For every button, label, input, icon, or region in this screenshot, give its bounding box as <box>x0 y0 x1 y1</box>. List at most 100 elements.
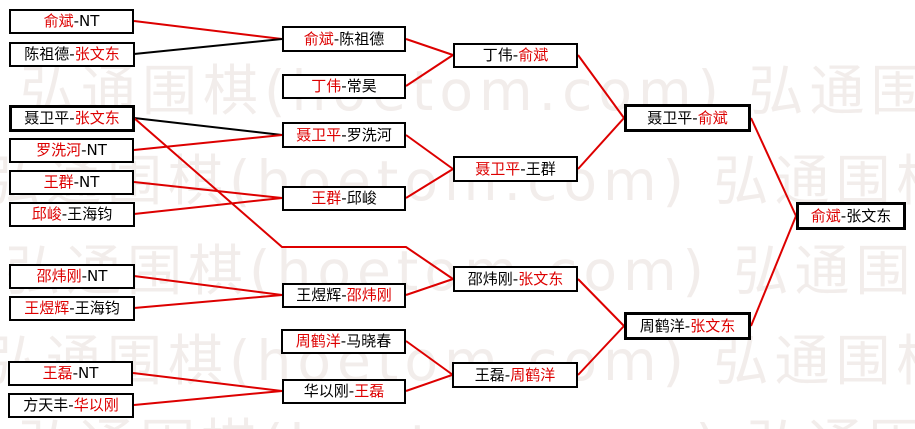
player-name: 俞斌 <box>303 29 334 48</box>
match-box-r3-4: 王磊-周鹤洋 <box>452 362 578 388</box>
connector-line <box>133 134 283 151</box>
match-box-semifinal-2: 周鹤洋-张文东 <box>624 312 751 340</box>
player-name: 周鹤洋 <box>639 316 685 335</box>
match-box-r1-2: 陈祖德-张文东 <box>9 42 135 67</box>
player-name: 邵炜刚 <box>346 286 392 304</box>
player-name: NT <box>78 364 99 382</box>
player-name: 王群 <box>525 159 556 178</box>
dash: - <box>840 206 847 225</box>
player-name: NT <box>86 141 107 159</box>
connector-line <box>133 294 283 309</box>
match-box-r1-8: 王煜辉-王海钧 <box>9 296 135 321</box>
player-name: 王煜辉 <box>296 286 342 304</box>
player-name: NT <box>79 173 100 191</box>
player-name: 华以刚 <box>303 382 349 400</box>
dash: - <box>684 316 691 335</box>
player-name: 邵炜刚 <box>467 269 513 288</box>
connector-line <box>577 325 625 376</box>
player-name: NT <box>79 12 100 30</box>
dash: - <box>69 109 75 127</box>
player-name: 常昊 <box>346 77 377 95</box>
connector-line <box>405 340 454 376</box>
dash: - <box>504 365 511 384</box>
player-name: 丁伟 <box>482 46 513 64</box>
connector-line <box>750 215 797 327</box>
player-name: NT <box>87 267 108 285</box>
player-name: 陈祖德 <box>24 45 70 63</box>
player-name: 罗洗河 <box>36 141 82 159</box>
player-name: 聂卫平 <box>647 108 693 127</box>
player-name: 周鹤洋 <box>510 365 556 384</box>
player-name: 王煜辉 <box>24 299 70 317</box>
connector-line <box>133 181 283 199</box>
match-box-r1-4: 罗洗河-NT <box>9 138 134 163</box>
dash: - <box>341 286 347 304</box>
player-name: 王磊 <box>474 365 505 384</box>
match-box-r2-3: 聂卫平-罗洗河 <box>282 122 406 148</box>
player-name: 聂卫平 <box>24 109 70 127</box>
player-name: 邵炜刚 <box>36 267 82 285</box>
connector-line <box>133 275 283 296</box>
connector-line <box>132 372 283 392</box>
player-name: 俞斌 <box>697 108 728 127</box>
connector-line <box>405 168 454 199</box>
connector-line <box>405 278 454 296</box>
connector-line <box>577 54 625 119</box>
dash: - <box>341 189 347 207</box>
dash: - <box>692 108 698 127</box>
connector-line <box>577 278 625 327</box>
match-box-r2-5: 王煜辉-邵炜刚 <box>282 283 406 308</box>
dash: - <box>61 205 68 223</box>
player-name: 聂卫平 <box>475 159 521 178</box>
player-name: 方天丰 <box>23 396 69 414</box>
connector-line <box>577 117 625 170</box>
dash: - <box>340 332 347 350</box>
watermark-text: 弘通围棋(hoetom.com) 弘通围棋(hoetom.com) <box>20 59 915 123</box>
match-box-r1-10: 方天丰-华以刚 <box>8 393 134 418</box>
match-box-r1-1: 俞斌-NT <box>9 9 134 34</box>
dash: - <box>512 46 519 64</box>
dash: - <box>81 141 87 159</box>
dash: - <box>69 45 75 63</box>
player-name: 俞斌 <box>810 206 841 225</box>
match-box-r1-5: 王群-NT <box>9 170 134 195</box>
dash: - <box>348 382 355 400</box>
match-box-semifinal-1: 聂卫平-俞斌 <box>624 104 751 132</box>
player-name: 聂卫平 <box>296 125 342 144</box>
player-name: 马晓春 <box>346 332 392 350</box>
dash: - <box>72 364 79 382</box>
match-box-final: 俞斌-张文东 <box>796 202 906 230</box>
connector-line <box>133 20 283 40</box>
dash: - <box>81 267 88 285</box>
player-name: 张文东 <box>846 206 892 225</box>
match-box-r1-6: 邱峻-王海钧 <box>9 202 135 227</box>
match-box-r1-7: 邵炜刚-NT <box>9 264 135 289</box>
connector-line <box>405 54 454 87</box>
player-name: 王磊 <box>354 382 385 400</box>
dash: - <box>520 159 526 178</box>
dash: - <box>341 125 347 144</box>
player-name: 张文东 <box>690 316 736 335</box>
player-name: 王群 <box>311 189 342 207</box>
dash: - <box>333 29 340 48</box>
player-name: 邱峻 <box>31 205 62 223</box>
player-name: 王磊 <box>42 364 73 382</box>
player-name: 张文东 <box>74 109 120 127</box>
connector-line <box>133 117 454 280</box>
player-name: 罗洗河 <box>346 125 392 144</box>
player-name: 张文东 <box>74 45 120 63</box>
match-box-r1-9: 王磊-NT <box>8 361 133 386</box>
dash: - <box>69 299 75 317</box>
dash: - <box>68 396 74 414</box>
watermark-text: 弘通围棋(hoetom.com) 弘通围棋(hoetom.com) <box>18 400 915 429</box>
connector-line <box>133 390 283 406</box>
player-name: 俞斌 <box>43 12 74 30</box>
connector-line <box>405 134 454 170</box>
connector-line <box>750 117 797 217</box>
player-name: 周鹤洋 <box>295 332 341 350</box>
connector-line <box>405 38 454 56</box>
match-box-r2-2: 丁伟-常昊 <box>282 74 406 99</box>
connector-line <box>133 197 283 215</box>
match-box-r2-4: 王群-邱峻 <box>282 186 406 211</box>
